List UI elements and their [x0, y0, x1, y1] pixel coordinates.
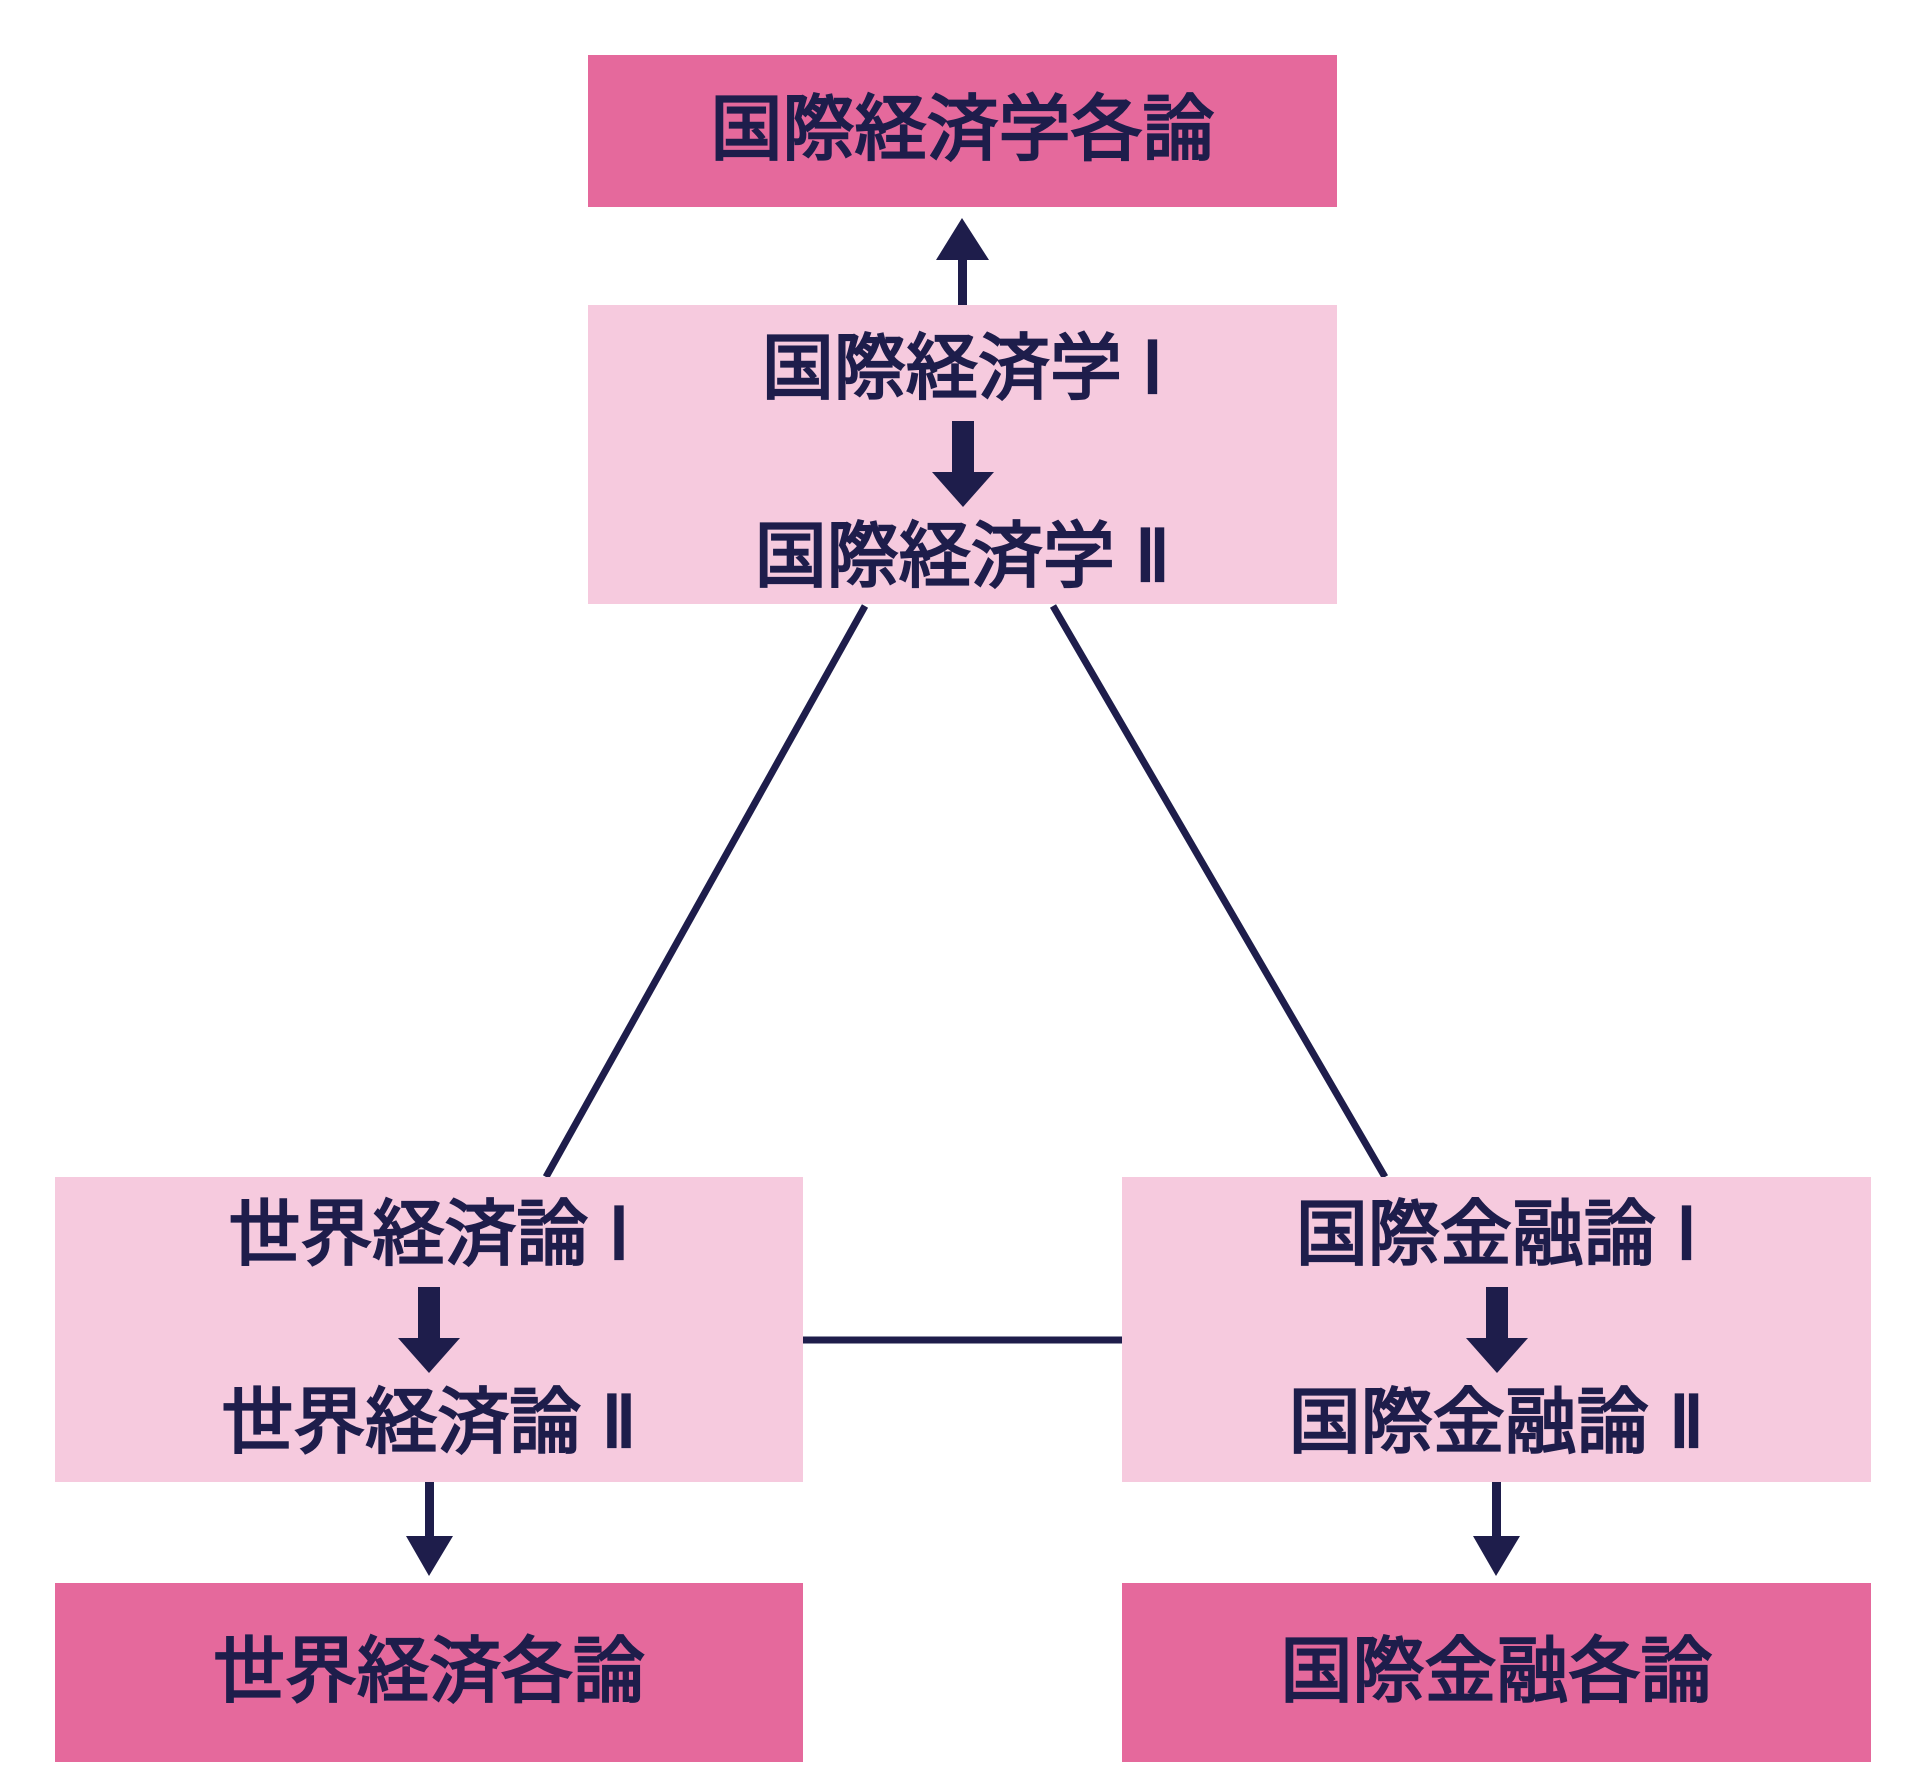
box-intl-econ-specialized: 国際経済学各論: [588, 55, 1337, 207]
thick-down-arrow-icon: [398, 1286, 460, 1373]
box-intl-finance-specialized: 国際金融各論: [1122, 1583, 1871, 1762]
down-arrow-left: [406, 1482, 453, 1576]
world-econ-course1-label: 世界経済論 Ⅰ: [228, 1194, 630, 1275]
triangle-right-line: [1049, 604, 1389, 1179]
intl-econ-specialized-label: 国際経済学各論: [710, 90, 1215, 171]
box-world-econ-specialized: 世界経済各論: [55, 1583, 803, 1762]
intl-econ-course2-label: 国際経済学 Ⅱ: [754, 516, 1171, 597]
thick-down-arrow-icon: [931, 420, 994, 507]
intl-finance-course2-label: 国際金融論 Ⅱ: [1288, 1382, 1705, 1463]
intl-finance-specialized-label: 国際金融各論: [1280, 1631, 1713, 1712]
intl-finance-course1-label: 国際金融論 Ⅰ: [1295, 1194, 1698, 1275]
world-econ-course2-label: 世界経済論 Ⅱ: [221, 1382, 637, 1463]
thick-down-arrow-icon: [1465, 1286, 1528, 1373]
world-econ-specialized-label: 世界経済各論: [212, 1631, 645, 1712]
intl-econ-course1-label: 国際経済学 Ⅰ: [761, 328, 1164, 409]
triangle-left-line: [542, 604, 869, 1179]
box-intl-finance: 国際金融論 Ⅰ 国際金融論 Ⅱ: [1122, 1177, 1871, 1482]
box-world-econ: 世界経済論 Ⅰ 世界経済論 Ⅱ: [55, 1177, 803, 1482]
up-arrow: [936, 218, 989, 307]
box-intl-econ: 国際経済学 Ⅰ 国際経済学 Ⅱ: [588, 305, 1337, 604]
down-arrow-right: [1473, 1482, 1520, 1576]
